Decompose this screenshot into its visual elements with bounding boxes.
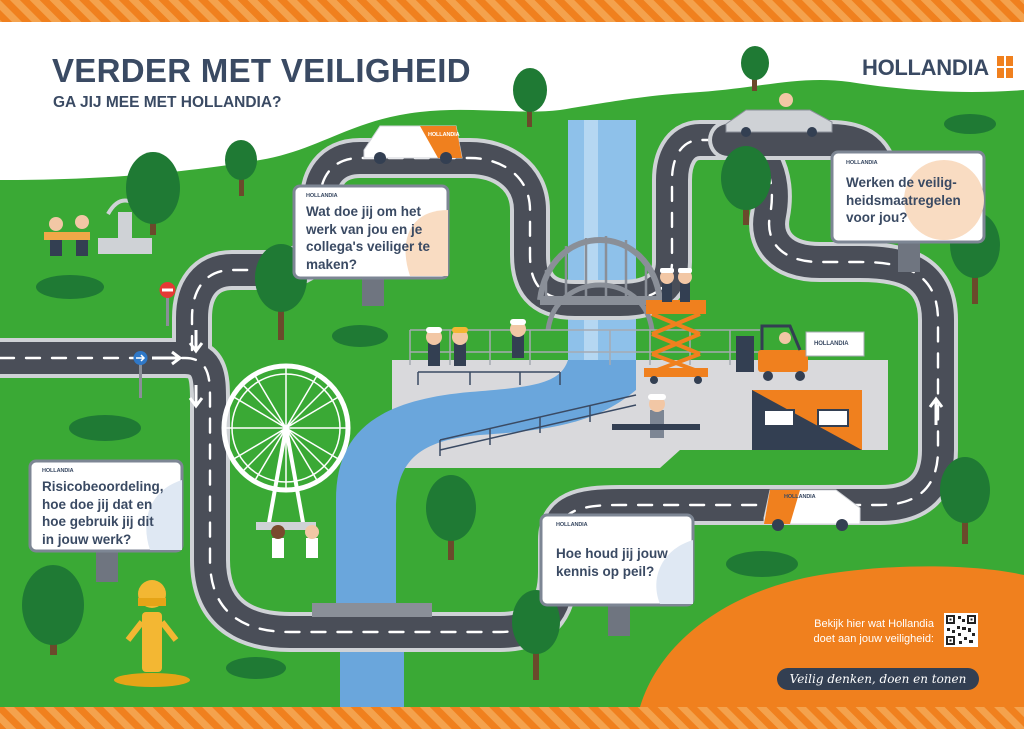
top-stripe-band xyxy=(0,0,1024,22)
road-arrow-right xyxy=(152,350,183,366)
qr-code-icon[interactable] xyxy=(944,613,978,652)
page-title: VERDER MET VEILIGHEID xyxy=(52,52,471,89)
qr-call-to-action: Bekijk hier wat Hollandia doet aan jouw … xyxy=(813,618,934,645)
billboard-3-logo: HOLLANDIA xyxy=(42,468,74,474)
site-cabin xyxy=(752,390,862,450)
billboard-2-text: Werken de veilig- heidsmaatregelen voor … xyxy=(846,175,961,225)
people-at-table xyxy=(44,215,90,256)
ferris-wheel xyxy=(221,363,351,530)
van-right xyxy=(763,489,861,531)
no-entry-sign xyxy=(159,282,176,326)
hollandia-logo[interactable]: HOLLANDIA xyxy=(862,55,1013,84)
river-fence xyxy=(439,394,637,456)
site-railing xyxy=(417,371,561,385)
van-top xyxy=(363,125,463,164)
runners xyxy=(271,525,319,558)
arch-bridge xyxy=(537,236,663,331)
fence-sign-text: HOLLANDIA xyxy=(814,341,849,347)
logo-mark-icon xyxy=(996,56,1013,84)
bottom-stripe-band xyxy=(0,707,1024,729)
fountain xyxy=(98,198,152,254)
billboard-4 xyxy=(539,513,695,636)
golden-statue xyxy=(114,580,190,687)
billboard-1-logo: HOLLANDIA xyxy=(306,193,338,199)
billboard-3-text: Risicobeoordeling, hoe doe jij dat en ho… xyxy=(42,479,164,547)
site-fence xyxy=(409,329,760,365)
billboard-4-text: Hoe houd jij jouw kennis op peil? xyxy=(556,546,668,579)
billboard-2 xyxy=(830,150,986,272)
bushes xyxy=(36,114,996,679)
billboard-3 xyxy=(28,459,184,582)
road-arrow-up xyxy=(928,396,944,425)
billboard-4-logo: HOLLANDIA xyxy=(556,522,588,528)
billboard-1-text: Wat doe jij om het werk van jou en je co… xyxy=(306,204,431,272)
direction-sign xyxy=(133,351,148,398)
sports-car xyxy=(725,93,833,137)
road-arrow-down-2 xyxy=(188,385,204,409)
lower-bridge xyxy=(312,603,432,617)
billboard-1 xyxy=(292,184,450,306)
van-right-brand: HOLLANDIA xyxy=(784,494,816,500)
forklift xyxy=(736,324,808,381)
workers-group xyxy=(426,319,700,438)
logo-wordmark: HOLLANDIA xyxy=(862,55,989,80)
scissor-lift xyxy=(644,268,708,384)
fence-sign xyxy=(805,331,865,357)
road-arrow-down xyxy=(188,330,204,354)
billboard-2-logo: HOLLANDIA xyxy=(846,160,878,166)
slogan-badge: Veilig denken, doen en tonen xyxy=(777,668,979,690)
page-subtitle: GA JIJ MEE MET HOLLANDIA? xyxy=(53,94,282,111)
van-top-brand: HOLLANDIA xyxy=(428,132,460,138)
